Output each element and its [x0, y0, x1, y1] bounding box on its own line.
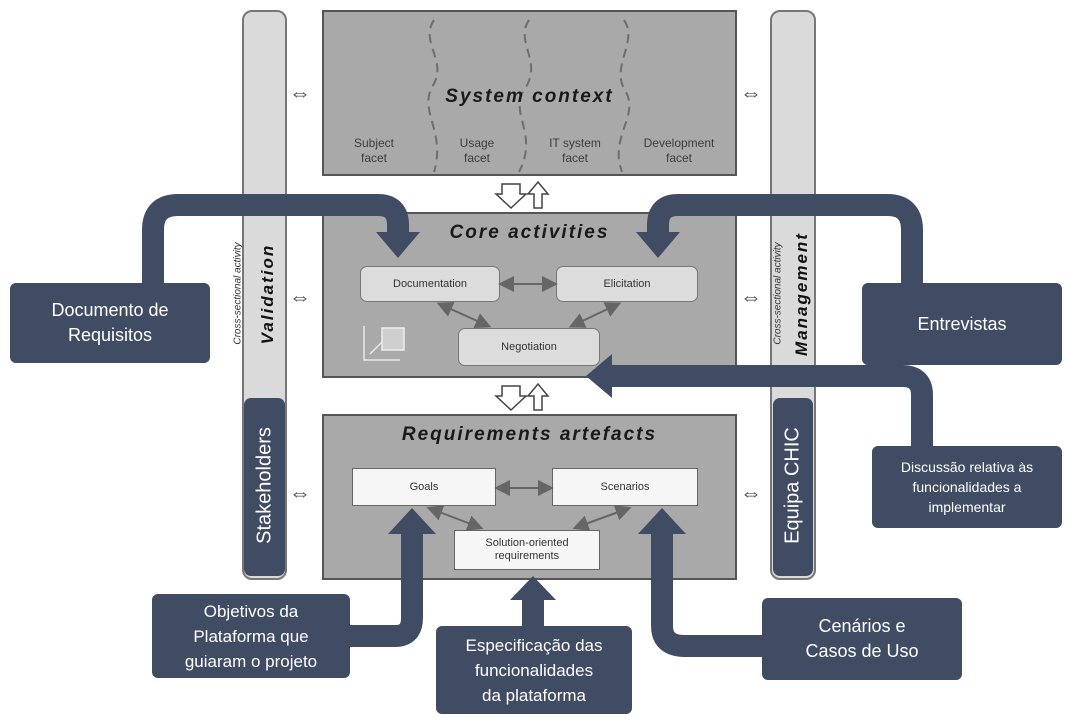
flow-arrows-bottom — [494, 382, 550, 412]
subject-facet-label: Subject facet — [353, 136, 395, 165]
facet-dividers — [427, 19, 631, 173]
usage-facet-label: Usage facet — [459, 136, 495, 165]
objetivos-callout: Objetivos da Plataforma que guiaram o pr… — [152, 594, 350, 678]
flow-arrows-top — [494, 180, 550, 210]
it-system-facet-label: IT system facet — [549, 136, 601, 165]
discussao-callout: Discussão relativa às funcionalidades a … — [872, 446, 1062, 528]
right-double-arrow-2: ⇔ — [740, 284, 762, 309]
core-activities-title: Core activities — [449, 222, 610, 243]
negotiation-node: Negotiation — [458, 328, 600, 366]
left-double-arrow-3: ⇔ — [289, 480, 311, 505]
cube-icon — [363, 326, 405, 361]
documento-requisitos-callout: Documento de Requisitos — [10, 283, 210, 363]
requirements-artefacts-box: Requirements artefacts Goals Scenarios S… — [322, 414, 737, 580]
goals-node: Goals — [352, 468, 496, 506]
scenarios-node: Scenarios — [552, 468, 698, 506]
core-activity-links — [363, 276, 622, 361]
right-double-arrow-1: ⇔ — [740, 80, 762, 105]
requirements-artefacts-title: Requirements artefacts — [401, 424, 658, 445]
management-title: Management — [792, 232, 811, 356]
especificacao-callout: Especificação das funcionalidades da pla… — [436, 626, 632, 714]
validation-title: Validation — [258, 243, 277, 345]
cenarios-callout: Cenários e Casos de Uso — [762, 598, 962, 680]
left-double-arrow-2: ⇔ — [289, 284, 311, 309]
equipa-label: Equipa CHIC — [781, 427, 804, 544]
left-double-arrow-1: ⇔ — [289, 80, 311, 105]
stakeholders-bar — [244, 398, 285, 576]
core-activities-box: Core activities Documentation Elicitatio… — [322, 212, 737, 378]
entrevistas-callout: Entrevistas — [862, 283, 1062, 365]
solution-oriented-node: Solution-oriented requirements — [454, 530, 600, 570]
system-context-title: System context — [445, 86, 614, 107]
right-double-arrow-3: ⇔ — [740, 480, 762, 505]
artefact-links — [426, 480, 632, 531]
development-facet-label: Development facet — [643, 136, 715, 165]
stakeholders-label: Stakeholders — [253, 427, 276, 544]
management-subtitle: Cross-sectional activity — [772, 242, 784, 345]
validation-subtitle: Cross-sectional activity — [232, 242, 244, 345]
system-context-box: System context Subject facet Usage facet… — [322, 10, 737, 176]
